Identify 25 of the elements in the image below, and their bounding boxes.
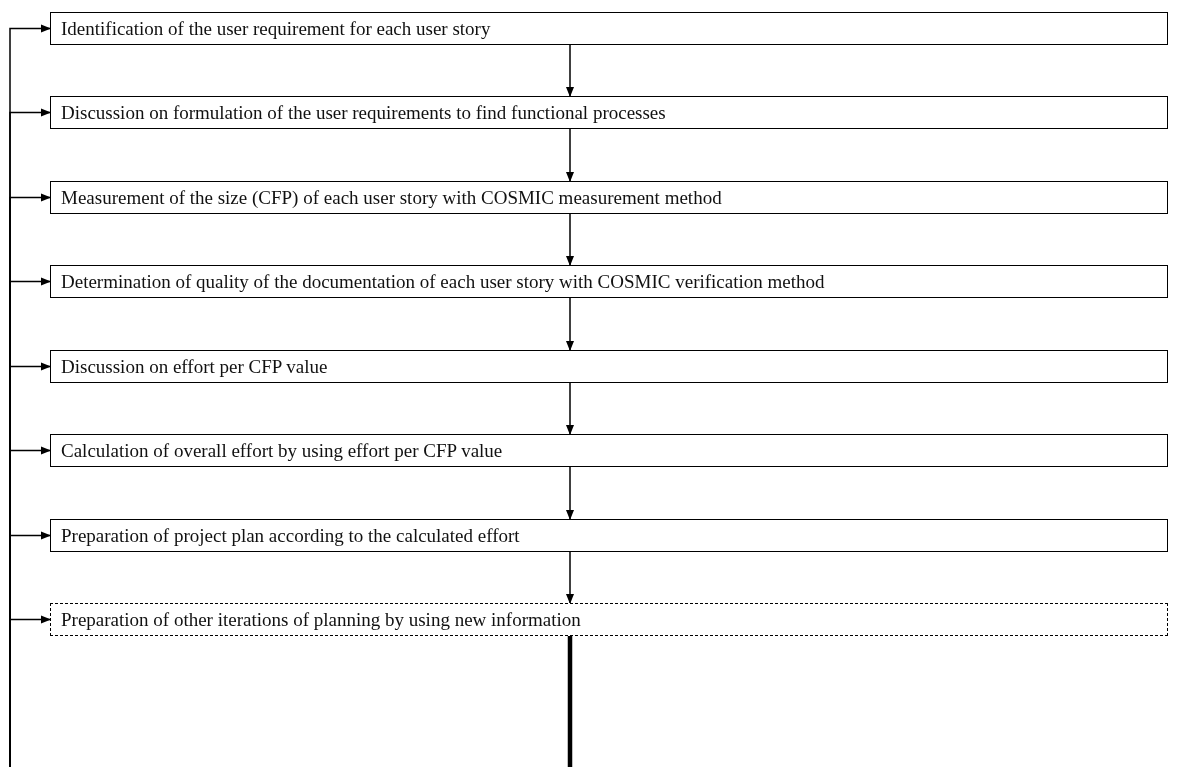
step-text: Discussion on effort per CFP value bbox=[61, 355, 328, 378]
process-box bbox=[50, 434, 1168, 467]
arrow bbox=[566, 213, 574, 266]
feedback-arrow bbox=[9, 615, 51, 767]
step-text: Calculation of overall effort by using effort per CFP value bbox=[61, 439, 503, 462]
step-text: Identification of the user requirement for each user story bbox=[61, 17, 491, 40]
process-box bbox=[50, 12, 1168, 45]
arrow bbox=[566, 44, 574, 97]
step-text: Discussion on formulation of the user requirements to find functional processes bbox=[61, 101, 666, 124]
connector-line bbox=[567, 636, 573, 767]
arrow bbox=[566, 128, 574, 182]
process-box bbox=[50, 96, 1168, 129]
arrow bbox=[566, 466, 574, 520]
arrow bbox=[566, 551, 574, 604]
process-box bbox=[50, 265, 1168, 298]
dashed-process-box bbox=[50, 603, 1168, 636]
step-text: Preparation of other iterations of planning by using new information bbox=[61, 608, 581, 631]
process-box bbox=[50, 350, 1168, 383]
arrow bbox=[566, 382, 574, 435]
process-box bbox=[50, 181, 1168, 214]
step-text: Preparation of project plan according to the calculated effort bbox=[61, 524, 520, 547]
step-text: Measurement of the size (CFP) of each user story with COSMIC measurement method bbox=[61, 186, 722, 209]
arrow bbox=[566, 297, 574, 351]
step-text: Determination of quality of the documentation of each user story with COSMIC verification method bbox=[61, 270, 825, 293]
process-box bbox=[50, 519, 1168, 552]
